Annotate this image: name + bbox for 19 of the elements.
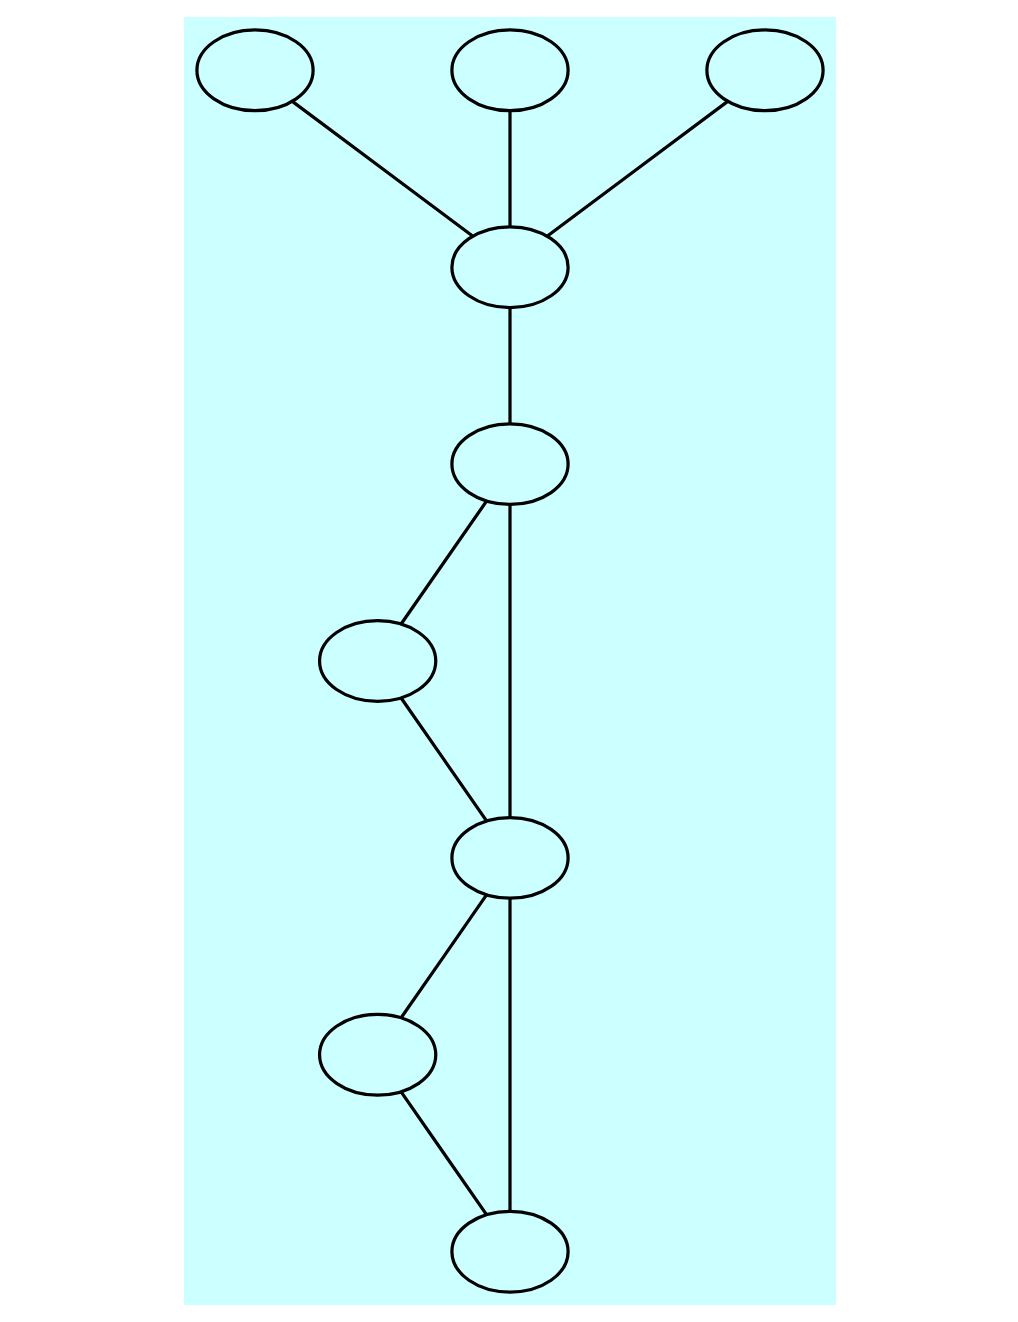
connector — [398, 500, 487, 625]
connector — [507, 504, 511, 818]
connector — [507, 308, 511, 424]
connector — [507, 111, 511, 227]
node-circle — [194, 28, 314, 113]
connector — [290, 100, 473, 238]
connector — [507, 898, 511, 1211]
connector — [399, 697, 487, 822]
connector — [399, 1091, 487, 1216]
node-circle — [449, 28, 569, 113]
node-circle — [316, 619, 437, 703]
node-circle — [449, 225, 569, 310]
node-circle — [449, 422, 569, 507]
node-circle — [704, 28, 824, 113]
node-circle — [449, 815, 569, 900]
connector — [398, 894, 487, 1019]
node-circle — [316, 1012, 437, 1097]
connector — [545, 100, 728, 238]
node-circle — [449, 1209, 569, 1294]
